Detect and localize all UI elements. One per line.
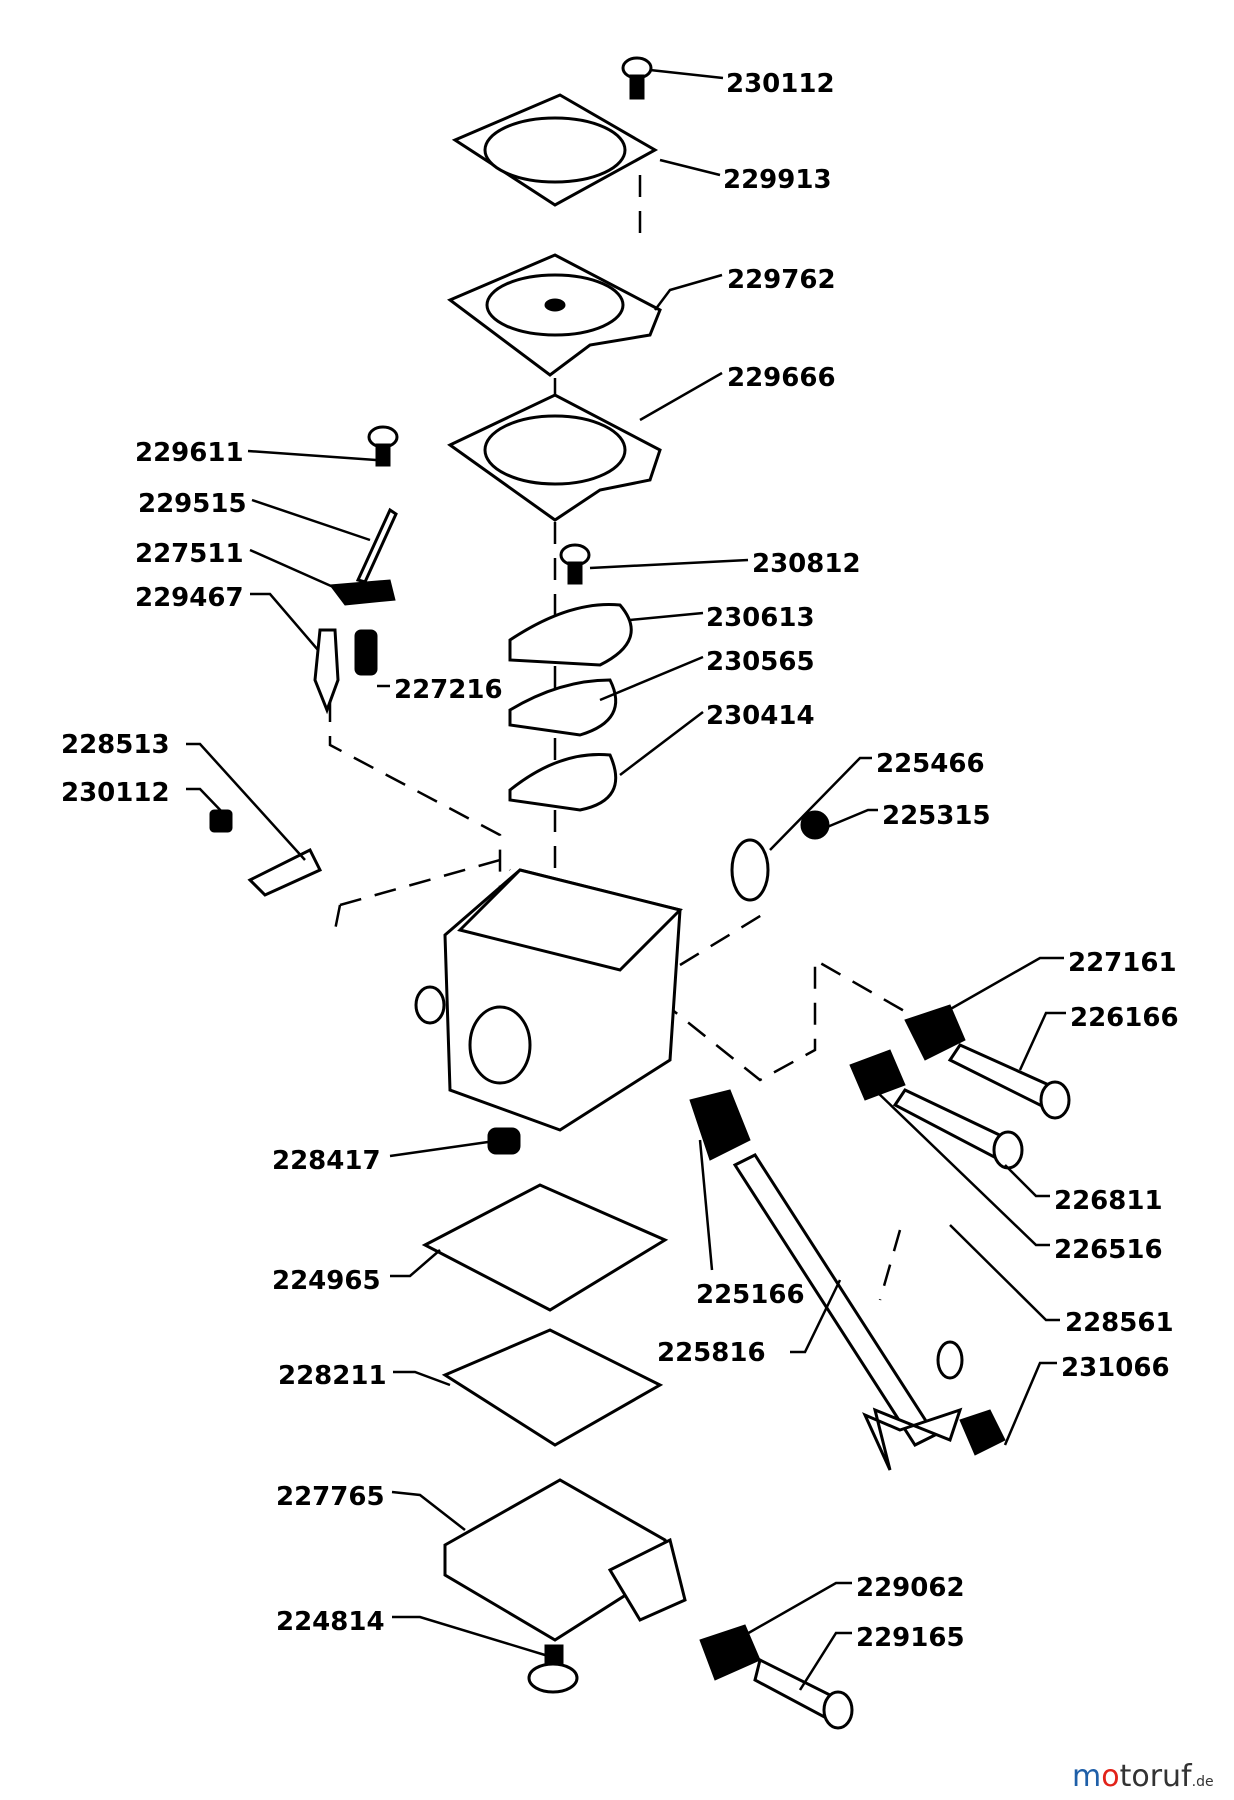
part-label: 228513 [61, 730, 170, 760]
diaphragm-229762 [447, 253, 662, 377]
part-label: 227511 [135, 539, 244, 569]
part-label: 225466 [876, 749, 985, 779]
part-label: 230414 [706, 701, 815, 731]
part-label: 225816 [657, 1338, 766, 1368]
part-label: 230812 [752, 549, 861, 579]
part-label: 229062 [856, 1573, 965, 1603]
carburetor-body [414, 868, 683, 1132]
part-label: 229165 [856, 1623, 965, 1653]
part-label: 227161 [1068, 948, 1177, 978]
part-label: 227765 [276, 1482, 385, 1512]
part-label: 226516 [1054, 1235, 1163, 1265]
part-label: 229467 [135, 583, 244, 613]
pump-cover-227765 [443, 1478, 687, 1642]
part-label: 230112 [726, 69, 835, 99]
screw-224814 [527, 1644, 579, 1694]
part-label: 229913 [723, 165, 832, 195]
gasket-224965 [421, 1183, 669, 1312]
assembly-axis [328, 700, 502, 900]
watermark-logo: motoruf.de [1072, 1759, 1214, 1794]
part-label: 230565 [706, 647, 815, 677]
part-label: 229762 [727, 265, 836, 295]
assembly-axis [659, 957, 921, 1082]
part-label: 228417 [272, 1146, 381, 1176]
lever-228513 [209, 809, 323, 897]
part-label: 225166 [696, 1280, 805, 1310]
part-label: 227216 [394, 675, 503, 705]
part-label: 225315 [882, 801, 991, 831]
svg-text:motoruf.de: motoruf.de [1072, 1759, 1214, 1794]
assembly-axis [679, 908, 771, 967]
adjust-screw-bottom [699, 1624, 854, 1730]
part-label: 228561 [1065, 1308, 1174, 1338]
part-label: 229611 [135, 438, 244, 468]
part-label: 224965 [272, 1266, 381, 1296]
part-label: 228211 [278, 1361, 387, 1391]
plate-230565 [508, 678, 618, 737]
part-label: 230613 [706, 603, 815, 633]
needle-lever-assembly [313, 425, 399, 715]
assembly-axis [878, 1229, 902, 1301]
plug-228417 [487, 1127, 521, 1155]
leader-lines [186, 68, 1066, 1691]
part-label: 231066 [1061, 1353, 1170, 1383]
plate-230613 [508, 602, 633, 667]
part-label: 230112 [61, 778, 170, 808]
part-label: 229666 [727, 363, 836, 393]
screw-230112 [621, 56, 653, 100]
adjust-screw-upper [904, 1004, 1071, 1120]
part-label: 229515 [138, 489, 247, 519]
adjust-screw-lower [849, 1049, 1024, 1170]
part-label: 226811 [1054, 1186, 1163, 1216]
cover-229913 [451, 93, 659, 207]
assembly-axis [333, 858, 511, 931]
disc-225466 [730, 810, 830, 902]
gasket-228211 [441, 1328, 664, 1447]
part-label: 226166 [1070, 1003, 1179, 1033]
gasket-229666 [447, 393, 662, 522]
part-label: 224814 [276, 1607, 385, 1637]
plate-230414 [508, 752, 618, 812]
screw-230812 [559, 543, 591, 585]
throttle-shaft-225816 [689, 1089, 1006, 1471]
